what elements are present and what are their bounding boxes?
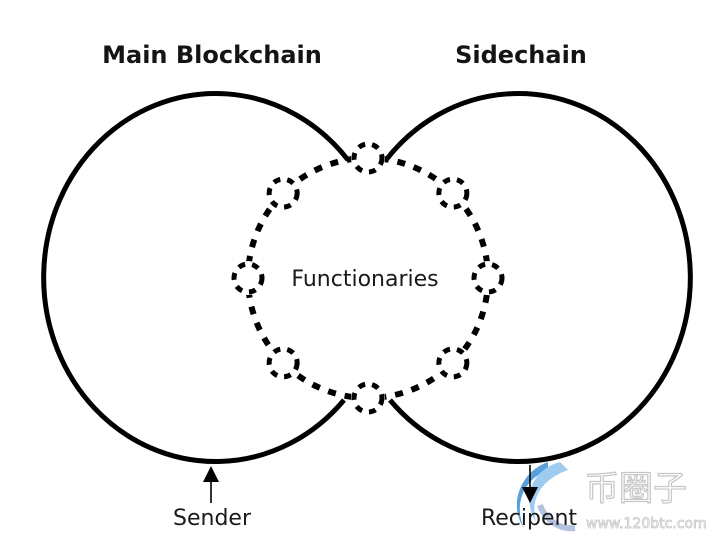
sender-label: Sender <box>173 506 252 531</box>
watermark-chinese-text: 币圈子 <box>585 469 687 509</box>
watermark-url: www.120btc.com <box>586 516 707 532</box>
watermark-logo-curve <box>537 503 576 532</box>
main-blockchain-ellipse <box>41 91 350 465</box>
watermark: 币圈子 www.120btc.com <box>516 462 707 532</box>
functionary-nodes <box>231 141 505 415</box>
functionary-node <box>266 346 300 380</box>
functionary-node <box>351 381 385 415</box>
functionary-node <box>231 261 265 295</box>
recipient-label: Recipent <box>481 506 577 531</box>
functionary-node <box>436 176 470 210</box>
main-blockchain-title: Main Blockchain <box>102 41 322 69</box>
sidechain-title: Sidechain <box>455 41 587 69</box>
functionary-node <box>436 346 470 380</box>
functionary-node <box>351 141 385 175</box>
watermark-logo-swoosh-light <box>529 462 568 522</box>
sidechain-ellipse <box>384 91 693 465</box>
watermark-logo-swoosh <box>516 462 548 528</box>
functionaries-label: Functionaries <box>291 267 438 292</box>
functionary-node <box>266 176 300 210</box>
functionary-node <box>471 261 505 295</box>
